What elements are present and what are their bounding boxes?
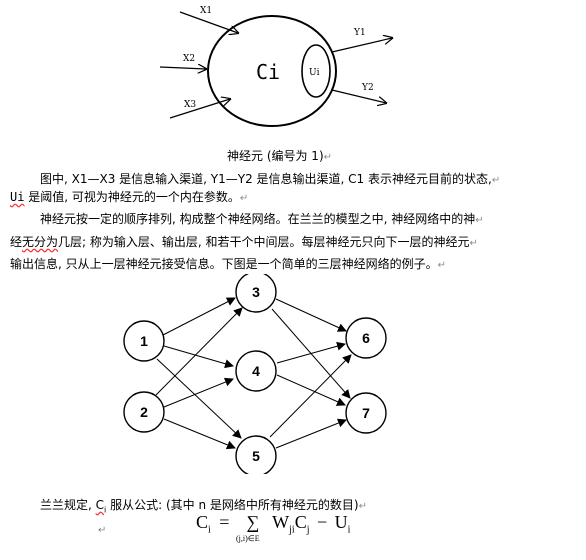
formula-return-mark: ↵ (98, 521, 106, 539)
node-5: 5 (235, 435, 277, 474)
paragraph-mark: ↵ (358, 501, 367, 512)
edge-2-5 (163, 418, 236, 450)
formula-eq: = (219, 512, 230, 532)
rule-note: (其中 n 是网络中所有神经元的数目) (165, 498, 359, 512)
edge-2-4 (163, 377, 234, 408)
label-x1: X1 (200, 6, 212, 16)
label-ui: Ui (309, 68, 320, 78)
paragraph-mark: ↵ (323, 152, 333, 163)
paragraph-mark: ↵ (475, 215, 484, 226)
neuron-diagram: X1 X2 X3 Y1 Y2 Ci Ui (159, 6, 586, 127)
node-1: 1 (123, 320, 165, 362)
para2-line3: 输出信息, 只从上一层神经元接受信息。下图是一个简单的三层神经网络的例子。↵ (10, 256, 446, 274)
neuron-body (207, 15, 337, 127)
rule-mid: 服从公式: (106, 498, 166, 512)
label-x2: X2 (183, 54, 195, 64)
formula-w-sub: ji (289, 524, 295, 536)
formula-minus: − (317, 512, 328, 532)
formula-u: U (334, 512, 348, 532)
para1-text: 图中, X1—X3 是信息输入渠道, Y1—Y2 是信息输出渠道, C1 表示神… (40, 172, 492, 186)
node-3-label: 3 (252, 284, 260, 300)
node-2: 2 (123, 391, 165, 433)
node-7-label: 7 (362, 405, 370, 421)
edge-1-5 (156, 358, 242, 439)
paragraph-mark: ↵ (437, 260, 447, 271)
para2-text-a: 经 (10, 235, 23, 249)
node-1-label: 1 (140, 333, 148, 349)
formula-lhs: C (196, 512, 209, 532)
network-diagram: 1 2 3 4 5 6 7 (123, 274, 387, 474)
para1-line1: 图中, X1—X3 是信息输入渠道, Y1—Y2 是信息输出渠道, C1 表示神… (40, 171, 500, 189)
node-6-label: 6 (362, 330, 370, 346)
input-x2-arrow (159, 67, 206, 69)
paragraph-mark: ↵ (98, 525, 107, 536)
edge-4-6 (276, 341, 346, 364)
input-x1-arrow (179, 11, 238, 33)
paragraph-mark: ↵ (239, 193, 249, 204)
label-y1: Y1 (353, 28, 366, 38)
edge-5-7 (275, 418, 347, 449)
node-6: 6 (345, 317, 387, 359)
figure-caption: 神经元 (编号为 1)↵ (227, 148, 332, 166)
edge-3-6 (275, 298, 347, 332)
paragraph-mark: ↵ (491, 175, 501, 186)
formula-c-sub: j (306, 524, 310, 536)
label-x3: X3 (184, 100, 196, 110)
edge-1-4 (163, 345, 234, 369)
input-x3-arrow (169, 99, 230, 119)
node-4-label: 4 (252, 363, 260, 379)
formula-c: C (294, 512, 307, 532)
label-ci: Ci (256, 60, 280, 84)
edge-5-6 (269, 354, 352, 438)
para2-line1: 神经元按一定的顺序排列, 构成整个神经网络。在兰兰的模型之中, 神经网络中的神↵ (40, 211, 484, 229)
wavy-phrase: 无分为 (22, 235, 59, 249)
formula-w: W (272, 512, 290, 532)
output-y1-arrow (331, 38, 392, 53)
para2-text: 神经元按一定的顺序排列, 构成整个神经网络。在兰兰的模型之中, 神经网络中的神 (40, 212, 476, 226)
rule-line: 兰兰规定, Ci 服从公式: (其中 n 是网络中所有神经元的数目)↵ (40, 497, 367, 518)
node-3: 3 (235, 274, 277, 313)
node-2-label: 2 (140, 404, 148, 420)
formula: Ci = ∑ (j,i)∈E WjiCj − Ui (196, 512, 351, 543)
para1-text-2: 是阈值, 可视为神经元的一个内在参数。 (24, 190, 240, 204)
formula-lhs-sub: i (208, 524, 211, 536)
formula-sum-range: (j,i)∈E (235, 534, 260, 543)
para2-text-c: 输出信息, 只从上一层神经元接受信息。下图是一个简单的三层神经网络的例子。 (10, 257, 438, 271)
caption-text: 神经元 (编号为 1) (227, 149, 324, 163)
edge-1-3 (162, 297, 236, 336)
edge-2-3 (155, 307, 243, 396)
output-y2-arrow (331, 89, 386, 103)
para2-text-b: 几层; 称为输入层、输出层, 和若干个中间层。每层神经元只向下一层的神经元 (58, 235, 470, 249)
formula-sum: ∑ (j,i)∈E (235, 512, 260, 543)
label-y2: Y2 (361, 83, 374, 93)
rule-prefix: 兰兰规定, (40, 498, 96, 512)
para1-line2: Ui 是阈值, 可视为神经元的一个内在参数。↵ (10, 189, 248, 207)
paragraph-mark: ↵ (469, 238, 478, 249)
node-7: 7 (345, 392, 387, 434)
c-symbol: Ci (95, 498, 107, 515)
edge-4-7 (276, 374, 346, 406)
formula-u-sub: i (347, 524, 351, 536)
para2-line2: 经无分为几层; 称为输入层、输出层, 和若干个中间层。每层神经元只向下一层的神经… (10, 234, 478, 252)
threshold-region (301, 44, 331, 98)
node-4: 4 (235, 350, 277, 392)
node-5-label: 5 (252, 448, 260, 464)
ui-term: Ui (10, 190, 25, 204)
